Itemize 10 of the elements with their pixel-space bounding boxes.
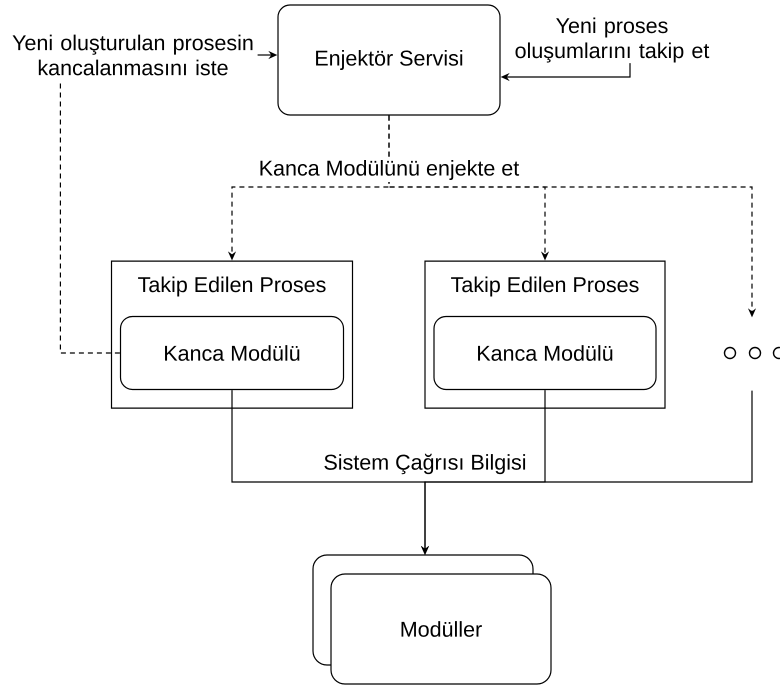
rounded-box: Enjektör Servisi: [277, 4, 501, 116]
stacked-box: Modüller: [312, 554, 552, 685]
note-text: Yeni proses oluşumlarını takip et: [516, 17, 710, 63]
note-text: Yeni oluşturulan prosesin kancalanmasını iste: [12, 34, 252, 76]
rounded-box: Kanca Modülü: [120, 316, 344, 390]
edge-label: Kanca Modülünü enjekte et: [256, 158, 522, 182]
connector-line: [60, 82, 120, 354]
ellipsis-drawing: [724, 346, 780, 360]
edge-label: Sistem Çağrısı Bilgisi: [321, 452, 529, 476]
rounded-box: Kanca Modülü: [433, 316, 657, 390]
